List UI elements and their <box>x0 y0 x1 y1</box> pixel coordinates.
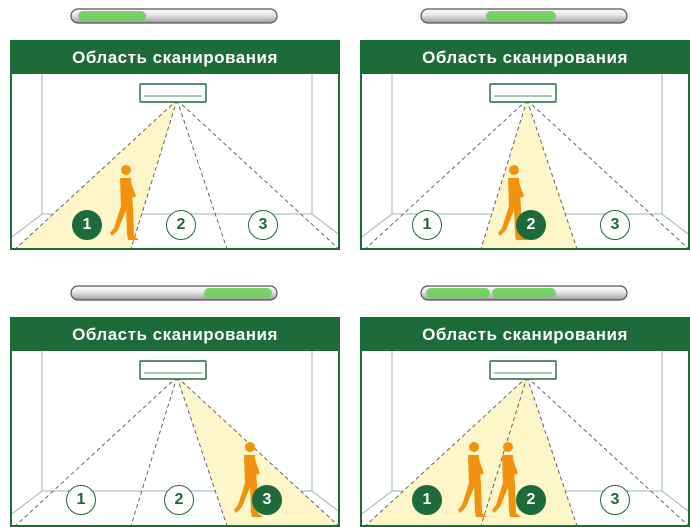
panel-title: Область сканирования <box>362 319 688 351</box>
person-head <box>245 442 255 452</box>
panel-title: Область сканирования <box>12 319 338 351</box>
indicator-light <box>78 11 146 21</box>
person-head <box>503 442 513 452</box>
indicator-bar <box>420 285 628 301</box>
indicator-light <box>492 288 556 298</box>
zone-1-label: 1 <box>412 210 442 240</box>
room-view: Область сканирования 1 2 3 <box>10 317 340 527</box>
zone-1-label: 1 <box>66 485 96 515</box>
room-view: Область сканирования 1 2 3 <box>360 40 690 250</box>
indicator-bar <box>70 285 278 301</box>
zone-2-label: 2 <box>164 485 194 515</box>
indicator-bar <box>420 8 628 24</box>
indicator-bar <box>70 8 278 24</box>
ac-unit-icon <box>140 361 206 379</box>
indicator-light <box>204 288 272 298</box>
indicator-light <box>486 11 556 21</box>
panel-title: Область сканирования <box>12 42 338 74</box>
zone-3-label: 3 <box>252 485 282 515</box>
person-head <box>469 442 479 452</box>
zone-2-label: 2 <box>516 210 546 240</box>
ac-unit-icon <box>490 361 556 379</box>
ac-unit-icon <box>490 84 556 102</box>
zone-3-label: 3 <box>248 210 278 240</box>
indicator-light <box>426 288 490 298</box>
person-head <box>121 165 131 175</box>
person-head <box>509 165 519 175</box>
zone-3-label: 3 <box>600 210 630 240</box>
zone-1-label: 1 <box>72 210 102 240</box>
panel-title: Область сканирования <box>362 42 688 74</box>
room-view: Область сканирования 1 2 3 <box>360 317 690 527</box>
room-view: Область сканирования 1 2 3 <box>10 40 340 250</box>
ac-unit-icon <box>140 84 206 102</box>
zone-2-label: 2 <box>516 485 546 515</box>
zone-1-label: 1 <box>412 485 442 515</box>
zone-2-label: 2 <box>166 210 196 240</box>
zone-3-label: 3 <box>600 485 630 515</box>
